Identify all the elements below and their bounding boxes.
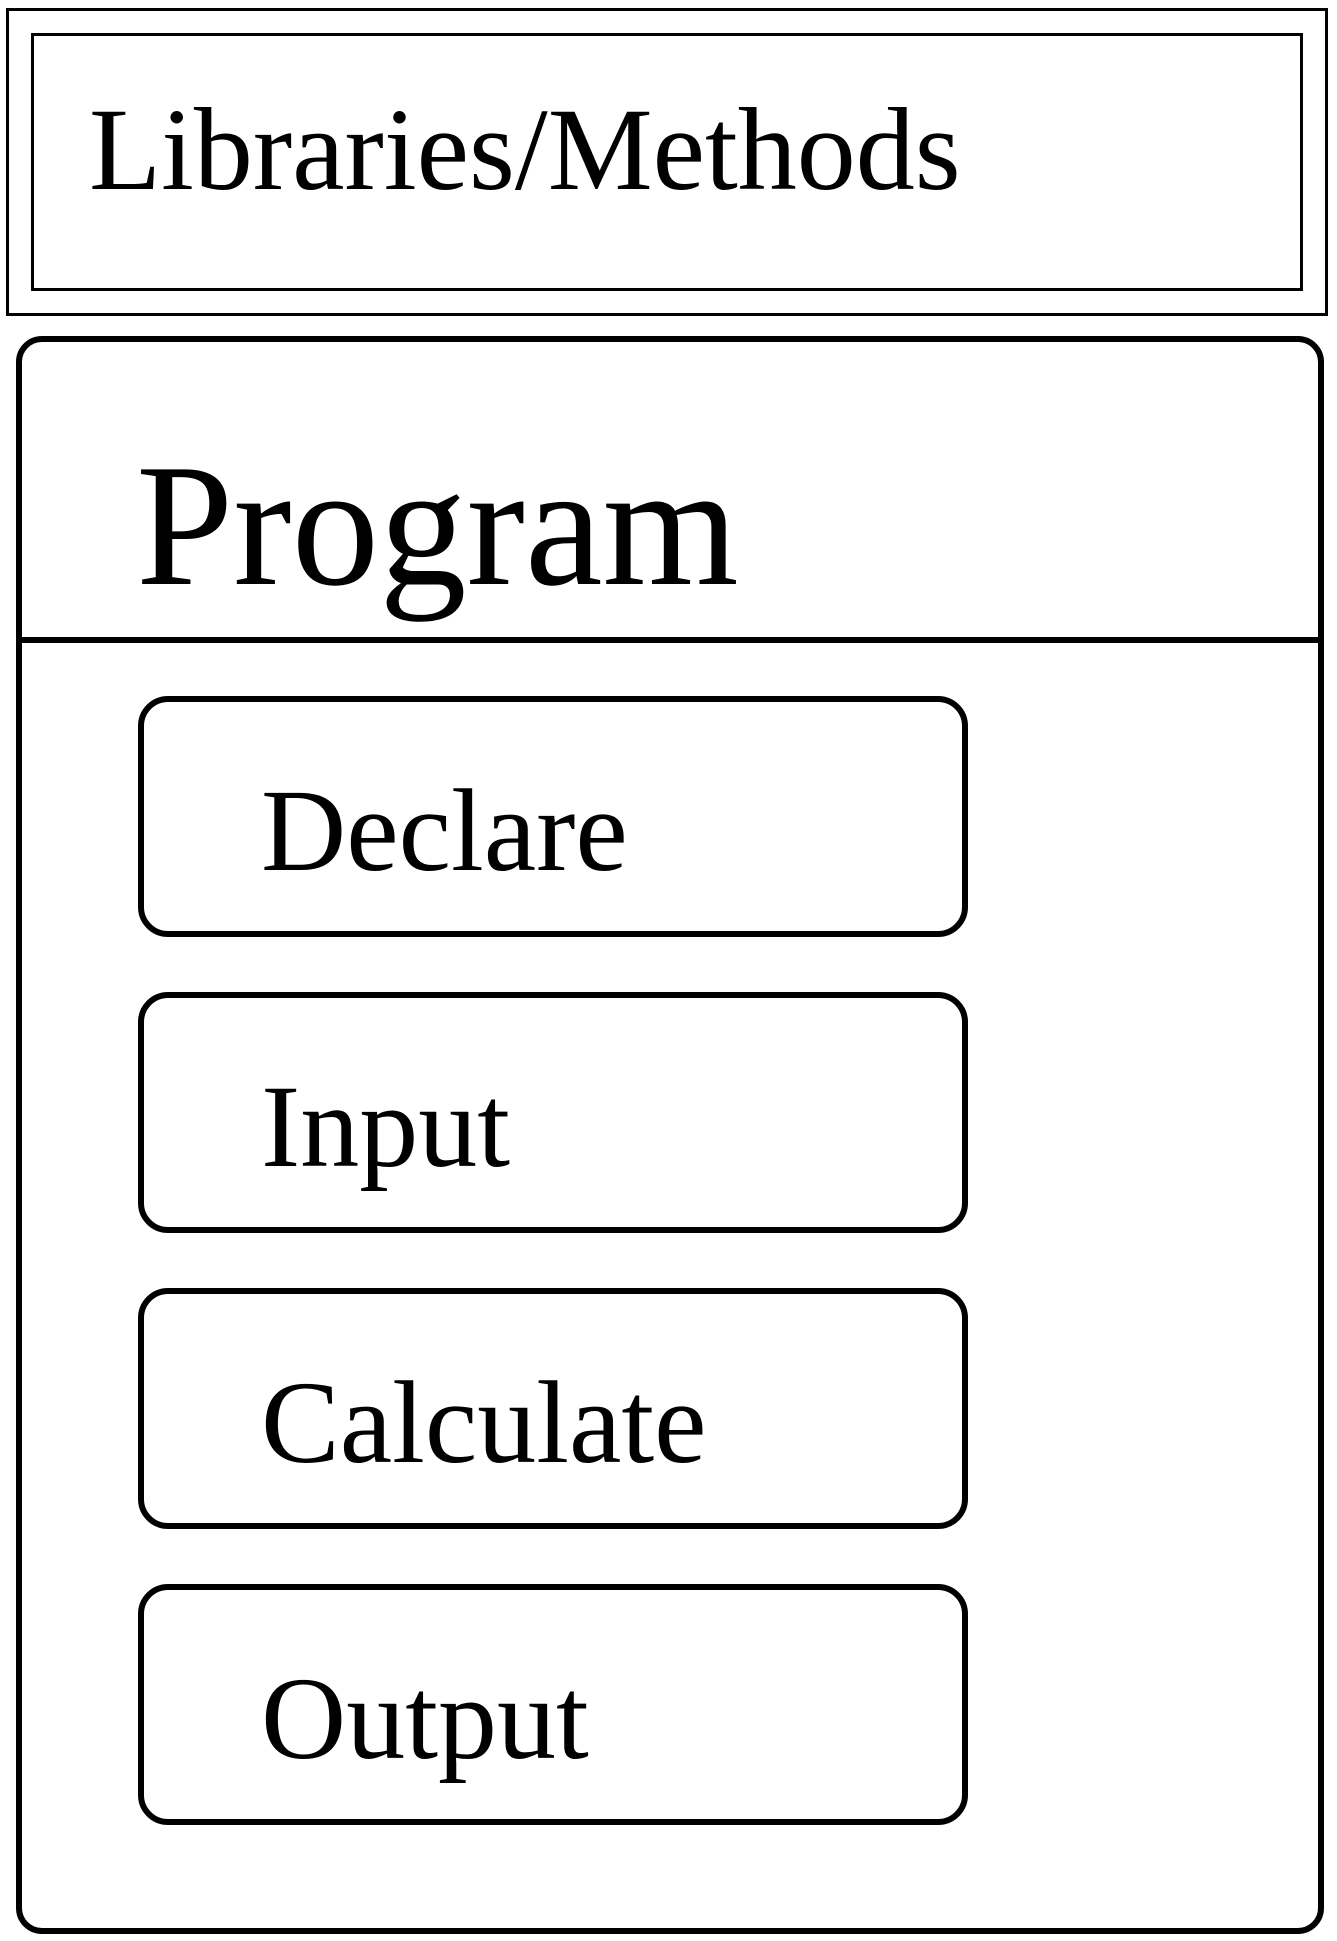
step-input-box: Input bbox=[138, 992, 968, 1233]
program-header-divider bbox=[22, 637, 1318, 643]
libraries-methods-label: Libraries/Methods bbox=[89, 84, 961, 215]
libraries-methods-box: Libraries/Methods bbox=[6, 8, 1328, 316]
step-output-box: Output bbox=[138, 1584, 968, 1825]
step-declare-label: Declare bbox=[261, 765, 628, 896]
step-calculate-box: Calculate bbox=[138, 1288, 968, 1529]
program-label: Program bbox=[136, 428, 739, 622]
step-calculate-label: Calculate bbox=[261, 1357, 707, 1488]
step-output-label: Output bbox=[261, 1653, 589, 1784]
libraries-methods-inner-border bbox=[31, 33, 1303, 291]
program-box: Program Declare Input Calculate Output bbox=[16, 336, 1324, 1934]
step-input-label: Input bbox=[261, 1061, 511, 1192]
step-declare-box: Declare bbox=[138, 696, 968, 937]
